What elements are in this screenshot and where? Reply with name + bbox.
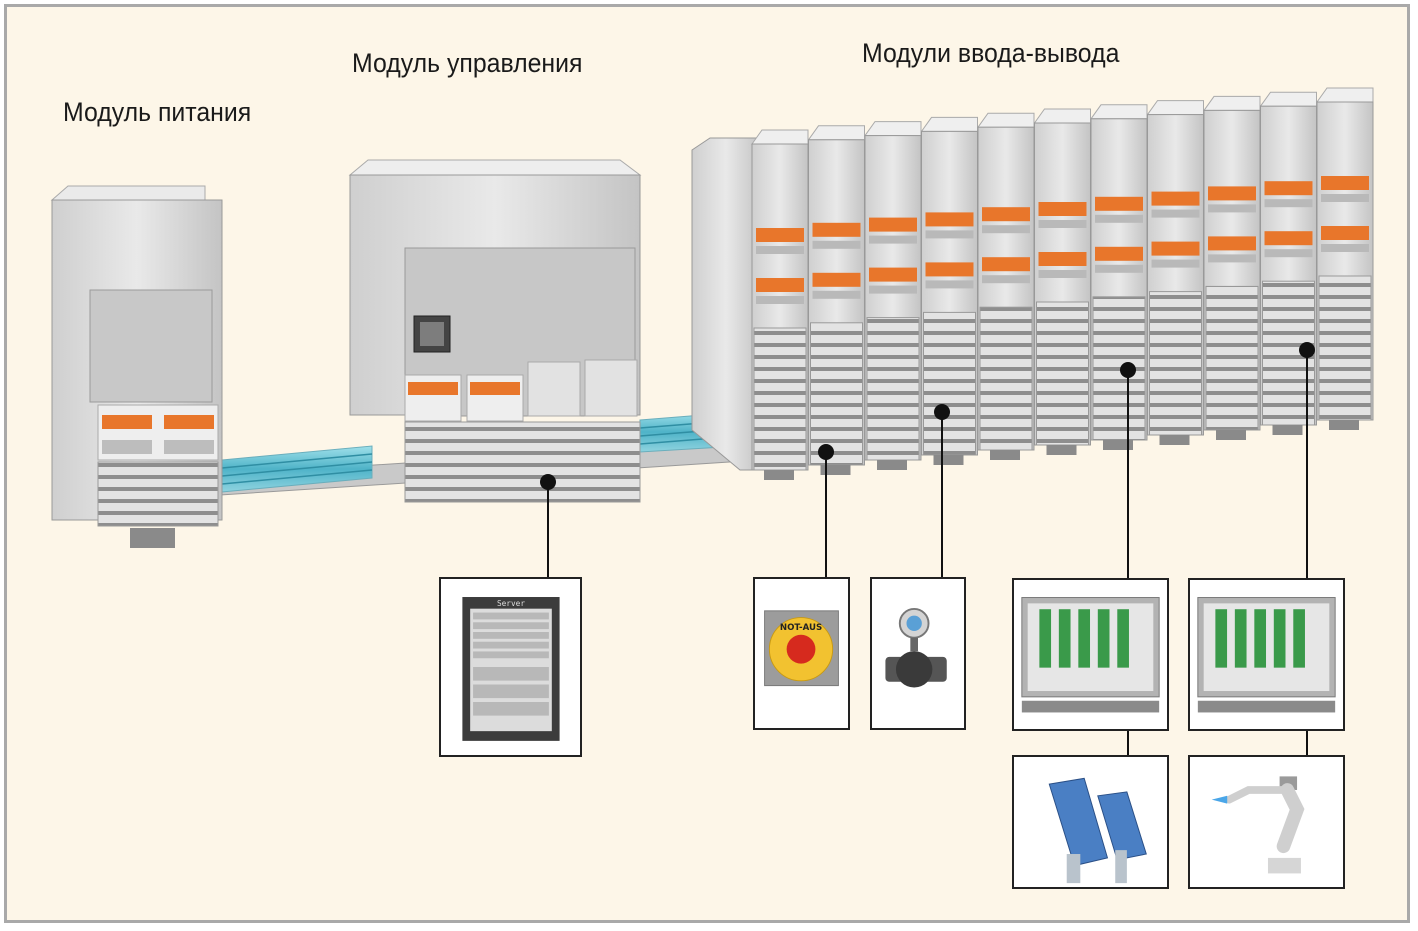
robot-arm-icon	[1211, 776, 1305, 874]
emergency-stop-icon: NOT-AUS	[764, 610, 839, 687]
io-module	[807, 125, 865, 475]
label-power-module: Модуль питания	[63, 97, 252, 127]
server-rack-icon: Server	[462, 597, 560, 741]
label-io-modules: Модули ввода-вывода	[862, 38, 1120, 68]
connector-lines	[547, 350, 1308, 756]
io-module	[751, 129, 809, 480]
server-box: Server	[439, 577, 582, 757]
flow-meter-box	[870, 577, 966, 730]
flow-meter-icon	[885, 607, 947, 688]
cabinet-box-2	[1188, 578, 1345, 731]
io-module	[864, 121, 922, 470]
io-module	[1090, 104, 1148, 450]
bus-cable-left	[221, 445, 373, 493]
emergency-stop-box: NOT-AUS	[753, 577, 850, 730]
robot-arm-box	[1188, 755, 1345, 889]
io-module	[1203, 95, 1261, 440]
io-module	[977, 112, 1035, 460]
io-module	[920, 116, 978, 465]
io-module	[1316, 87, 1374, 430]
solar-panel-icon	[1048, 777, 1147, 884]
io-module	[1033, 108, 1091, 455]
control-cabinet-icon	[1197, 597, 1336, 713]
estop-caption: NOT-AUS	[780, 623, 822, 633]
server-caption: Server	[497, 599, 525, 608]
control-module	[348, 159, 642, 503]
io-module	[1146, 100, 1204, 445]
connector-dots	[540, 342, 1315, 490]
label-control-module: Модуль управления	[352, 48, 583, 78]
cabinet-box-1	[1012, 578, 1169, 731]
power-module	[50, 185, 223, 548]
io-module-stack	[691, 87, 1374, 480]
io-module	[1259, 91, 1317, 435]
control-cabinet-icon	[1021, 597, 1160, 713]
solar-panel-box	[1012, 755, 1169, 889]
